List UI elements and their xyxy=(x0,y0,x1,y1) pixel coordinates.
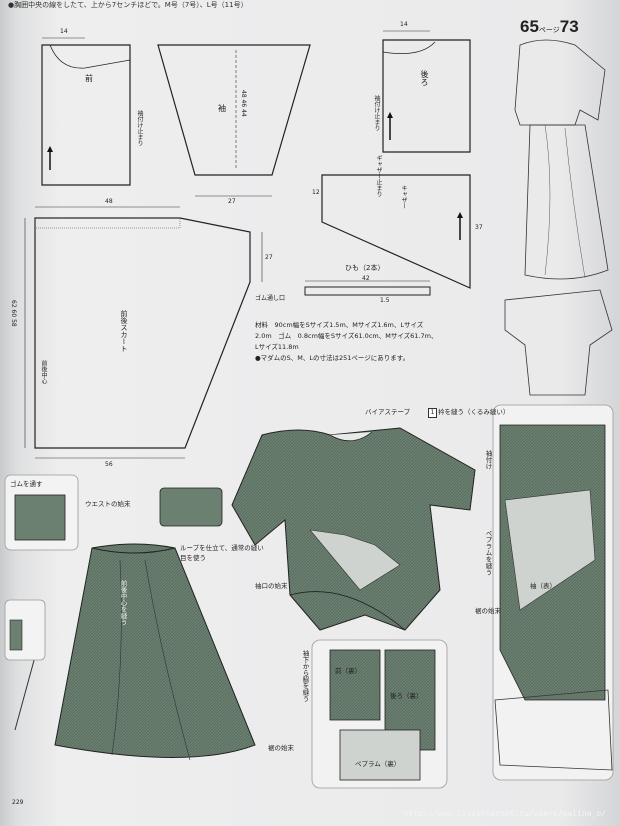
string-length: 42 xyxy=(362,275,370,282)
skirt-dim-left: 62 60 58 xyxy=(10,300,17,327)
front-bodice-piece xyxy=(41,44,131,186)
materials-note: ●マダムのS、M、Lの寸法は251ページにあります。 xyxy=(255,354,410,362)
skirt-center-label: 前後中心を縫う xyxy=(119,580,127,626)
skirt-center-note: 前後中心 xyxy=(40,360,47,384)
skirt-hem-label: 裾の始末 xyxy=(268,744,294,752)
back-gather-dim-left: 12 xyxy=(312,189,320,196)
sketch-skirt xyxy=(524,124,609,280)
header-note: ●胸囲中央の線をしたて、上から7センチほどで。M号（7号）、L号（11号） xyxy=(8,1,248,9)
sketch-back xyxy=(504,289,613,396)
peplum-back-label: ペプラム（裏） xyxy=(355,760,401,768)
blouse-assembly xyxy=(231,427,476,631)
materials-block: 材料 90cm幅をSサイズ1.5m、Mサイズ1.6m、Lサイズ 2.0m ゴム … xyxy=(255,320,500,364)
back-gather-label: キャザー xyxy=(400,185,407,209)
page-number: 229 xyxy=(12,799,24,806)
sleeve-dim-bottom: 27 xyxy=(228,198,236,205)
back-ura-label: 後ろ（裏） xyxy=(390,692,423,700)
front-dim-side: 袖付け止まり xyxy=(136,110,143,146)
front-dim-top: 14 xyxy=(60,28,68,35)
string-width: 1.5 xyxy=(380,297,390,304)
sleeve-omote-label: 袖（表） xyxy=(530,582,556,590)
sleeve-hem-label: 袖口の始末 xyxy=(255,582,288,590)
skirt-waist-note: ゴム通し口 xyxy=(255,295,286,302)
materials-line-1: 材料 90cm幅をSサイズ1.5m、Mサイズ1.6m、Lサイズ xyxy=(255,321,424,329)
front-ura-label: 前（裏） xyxy=(335,667,361,675)
skirt-dim-bottom: 56 xyxy=(105,461,113,468)
back-bodice-piece xyxy=(382,39,471,153)
sketch-top xyxy=(514,39,606,126)
materials-line-3: Lサイズ11.8m xyxy=(255,343,299,351)
back-gather-note: ギャザー止まり xyxy=(375,155,382,197)
page-left-number: 65 xyxy=(520,17,539,36)
sleeve-label: 袖 xyxy=(218,104,226,113)
step-number: 1 xyxy=(428,408,437,418)
sleeve-piece xyxy=(157,44,311,176)
skirt-assembly xyxy=(54,543,256,758)
skirt-label: 前後スカート xyxy=(120,310,128,352)
front-label: 前 xyxy=(85,74,93,83)
peplum-label: ペプラムを縫う xyxy=(484,530,492,576)
skirt-dim-top: 48 xyxy=(105,198,113,205)
source-url: http://www.liveinternet.ru/users/galina_… xyxy=(403,809,606,818)
back-label: 後ろ xyxy=(420,70,429,86)
string-piece xyxy=(304,286,431,296)
string-label: ひも（2本） xyxy=(345,264,385,272)
back-gather-dim-right: 37 xyxy=(475,224,483,231)
page-label: ページ xyxy=(538,26,560,34)
skirt-dim-right: 27 xyxy=(265,254,273,261)
hem-label: 裾の始末 xyxy=(475,607,501,615)
skirt-piece xyxy=(34,217,251,449)
page-right-number: 73 xyxy=(559,17,579,36)
back-dim-side: 袖付け止まり xyxy=(373,95,380,131)
back-dim-top: 14 xyxy=(400,21,408,28)
sleeve-stitch-label: 袖下から脇を縫う xyxy=(301,650,309,702)
step3-label: 袖付け xyxy=(484,450,492,470)
bias-tape-label: バイアステープ xyxy=(365,408,411,416)
back-gather-piece xyxy=(321,174,471,289)
sleeve-dim-mid: 48 46 44 xyxy=(240,90,247,117)
page-reference: 65ページ73 xyxy=(520,18,579,35)
materials-line-2: 2.0m ゴム 0.8cm幅をSサイズ61.0cm、Mサイズ61.7m、 xyxy=(255,332,438,340)
waist-gather-label: ゴムを通す xyxy=(10,480,43,488)
loop-label: ループを仕立て、通常の縫い目を使う xyxy=(180,544,264,562)
waist-end-label: ウエストの始末 xyxy=(85,500,131,508)
